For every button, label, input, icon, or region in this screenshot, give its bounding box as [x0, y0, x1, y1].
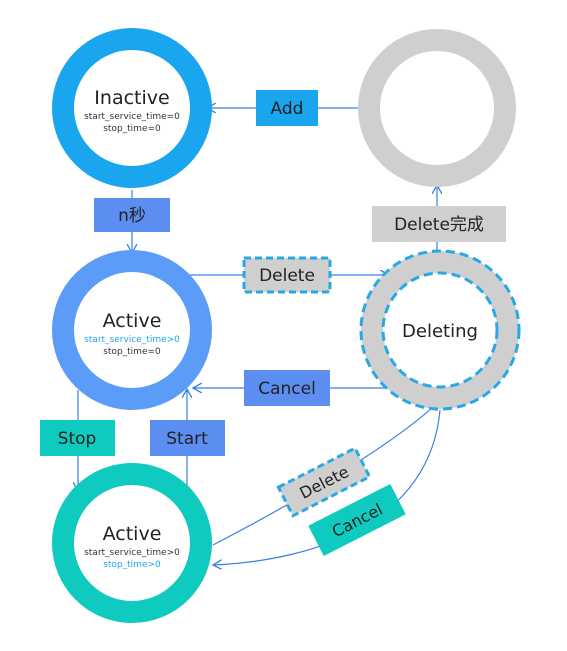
edge-label-delete-top: Delete: [242, 256, 332, 294]
state-deleting-ring: [361, 251, 519, 409]
edge-label-delete-complete: Delete完成: [372, 206, 506, 242]
state-active-stopped: Active start_service_time>0 stop_time>0: [52, 463, 212, 623]
edge-label-n-seconds: n秒: [94, 198, 170, 232]
state-deleted-ring: [358, 29, 516, 187]
edge-label-n-seconds-box: [94, 198, 170, 232]
edge-label-delete-complete-text: Delete完成: [394, 215, 484, 235]
edge-label-delete-top-text: Delete: [259, 266, 315, 286]
edge-label-start-text: Start: [166, 429, 208, 449]
state-inactive-line2: stop_time=0: [103, 124, 161, 134]
state-deleting-outer-dash: [359, 249, 521, 411]
edge-label-cancel-mid-text: Cancel: [258, 379, 316, 399]
edge-label-stop: Stop: [40, 420, 115, 456]
edge-label-cancel-mid: Cancel: [244, 370, 330, 406]
edge-label-start: Start: [150, 420, 225, 456]
state-active-running-line2: stop_time=0: [103, 347, 161, 357]
state-active-running-title: Active: [103, 310, 162, 332]
edge-label-start-box: [150, 420, 225, 456]
state-active-stopped-ring: [52, 463, 212, 623]
state-active-running-line1: start_service_time>0: [84, 335, 180, 345]
state-inactive: Inactive start_service_time=0 stop_time=…: [52, 28, 212, 188]
edge-label-delete-complete-box: [372, 206, 506, 242]
edge-label-n-seconds-text: n秒: [118, 206, 146, 226]
edge-label-add: Add: [256, 90, 318, 126]
state-deleting-inner-dash: [381, 271, 499, 389]
edge-label-cancel-bottom-box: [308, 483, 406, 557]
edge-label-add-box: [256, 90, 318, 126]
state-active-stopped-line2: stop_time>0: [103, 560, 161, 570]
state-active-running: Active start_service_time>0 stop_time=0: [52, 250, 212, 410]
state-active-stopped-line1: start_service_time>0: [84, 548, 180, 558]
edge-label-cancel-mid-box: [244, 370, 330, 406]
edge-label-stop-text: Stop: [58, 429, 97, 449]
edge-label-add-text: Add: [271, 99, 304, 119]
state-active-stopped-title: Active: [103, 523, 162, 545]
edge-label-delete-top-box: [242, 256, 332, 294]
state-deleting: Deleting: [359, 249, 521, 411]
state-inactive-title: Inactive: [94, 87, 169, 109]
state-inactive-ring: [52, 28, 212, 188]
state-active-running-ring: [52, 250, 212, 410]
state-deleted: [358, 29, 516, 187]
state-deleting-title: Deleting: [402, 321, 478, 342]
state-inactive-line1: start_service_time=0: [84, 112, 180, 122]
edge-label-stop-box: [40, 420, 115, 456]
